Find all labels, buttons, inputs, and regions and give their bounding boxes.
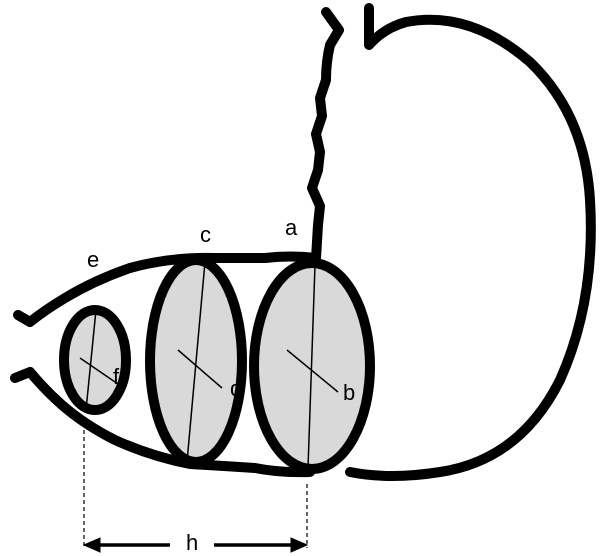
greater-curvature [350, 8, 591, 476]
arrow-left-head [84, 538, 100, 552]
label-f: f [113, 364, 120, 389]
label-b: b [343, 380, 355, 405]
esophagus-left-wall [312, 12, 339, 258]
label-c: c [200, 222, 211, 247]
arrow-right-head [291, 538, 307, 552]
label-h: h [186, 530, 198, 555]
label-e: e [87, 247, 99, 272]
label-d: d [230, 376, 242, 401]
label-a: a [285, 215, 298, 240]
